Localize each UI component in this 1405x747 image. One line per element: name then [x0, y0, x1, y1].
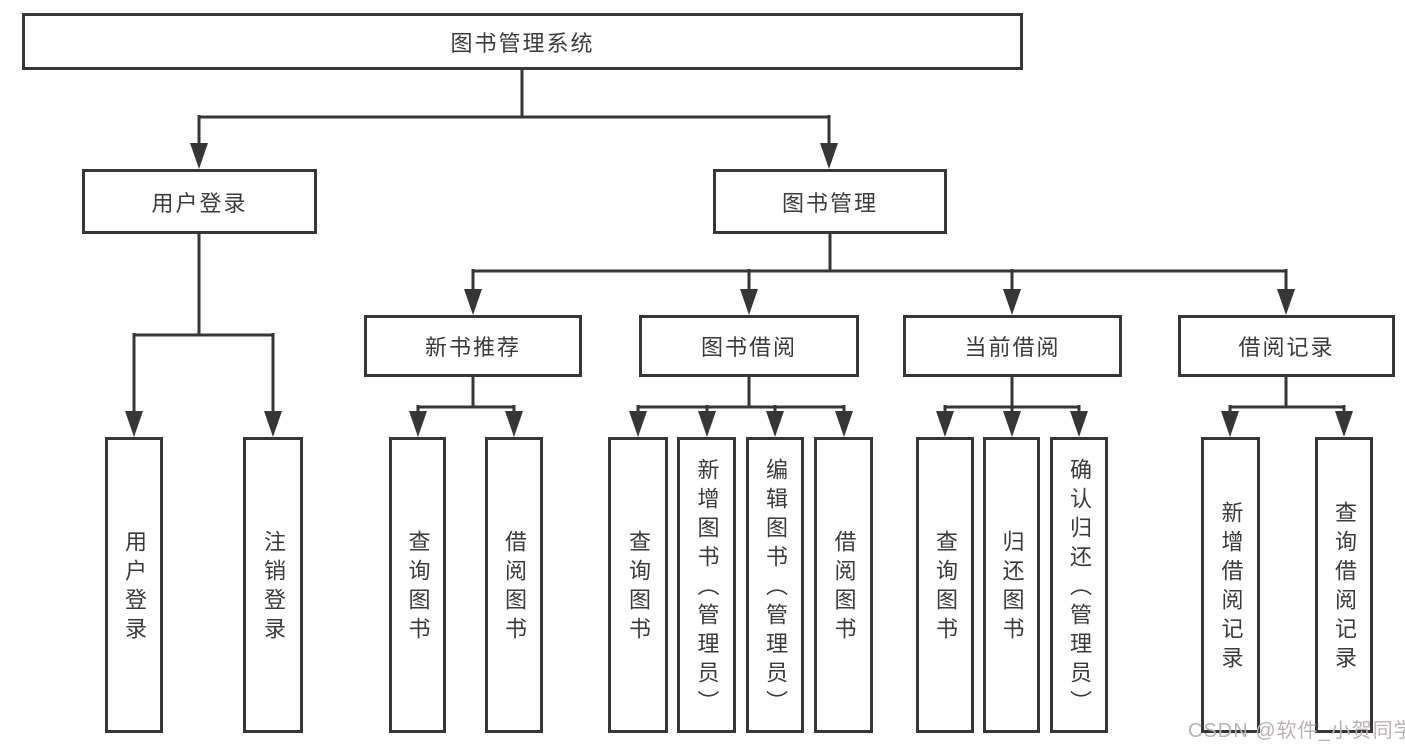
connector-root-to-level2 — [190, 69, 838, 169]
node-root-system: 图书管理系统 — [22, 13, 1023, 70]
leaf-query-books-recommend: 查询图书 — [389, 437, 446, 733]
connector-current-borrow-branch — [936, 377, 1088, 437]
leaf-borrow-books-recommend: 借阅图书 — [485, 437, 543, 733]
connector-book-mgmt-to-level3 — [464, 233, 1295, 315]
leaf-user-login: 用户登录 — [105, 437, 163, 733]
leaf-edit-books-admin: 编辑图书（管理员） — [746, 437, 804, 733]
leaf-query-books-borrow: 查询图书 — [608, 437, 668, 733]
leaf-query-borrow-record: 查询借阅记录 — [1315, 437, 1373, 733]
connector-borrow-record-branch — [1221, 377, 1353, 437]
leaf-borrow-books: 借阅图书 — [814, 437, 873, 733]
leaf-add-books-admin: 新增图书（管理员） — [677, 437, 736, 733]
node-current-borrow: 当前借阅 — [903, 315, 1122, 377]
node-new-book-recommend: 新书推荐 — [364, 315, 582, 377]
node-book-management: 图书管理 — [713, 169, 947, 234]
node-book-borrow: 图书借阅 — [639, 315, 859, 377]
leaf-confirm-return-admin: 确认归还（管理员） — [1050, 437, 1108, 733]
leaf-logout: 注销登录 — [243, 437, 303, 733]
leaf-add-borrow-record: 新增借阅记录 — [1201, 437, 1260, 733]
connector-user-login-branch — [125, 233, 282, 437]
csdn-watermark: CSDN @软件_小贺同学 — [1188, 720, 1405, 742]
connector-new-book-branch — [409, 377, 523, 437]
node-borrow-records: 借阅记录 — [1178, 315, 1395, 377]
leaf-return-books: 归还图书 — [983, 437, 1040, 733]
connector-book-borrow-branch — [629, 377, 853, 437]
node-user-login: 用户登录 — [82, 169, 317, 234]
leaf-query-books-current: 查询图书 — [916, 437, 974, 733]
